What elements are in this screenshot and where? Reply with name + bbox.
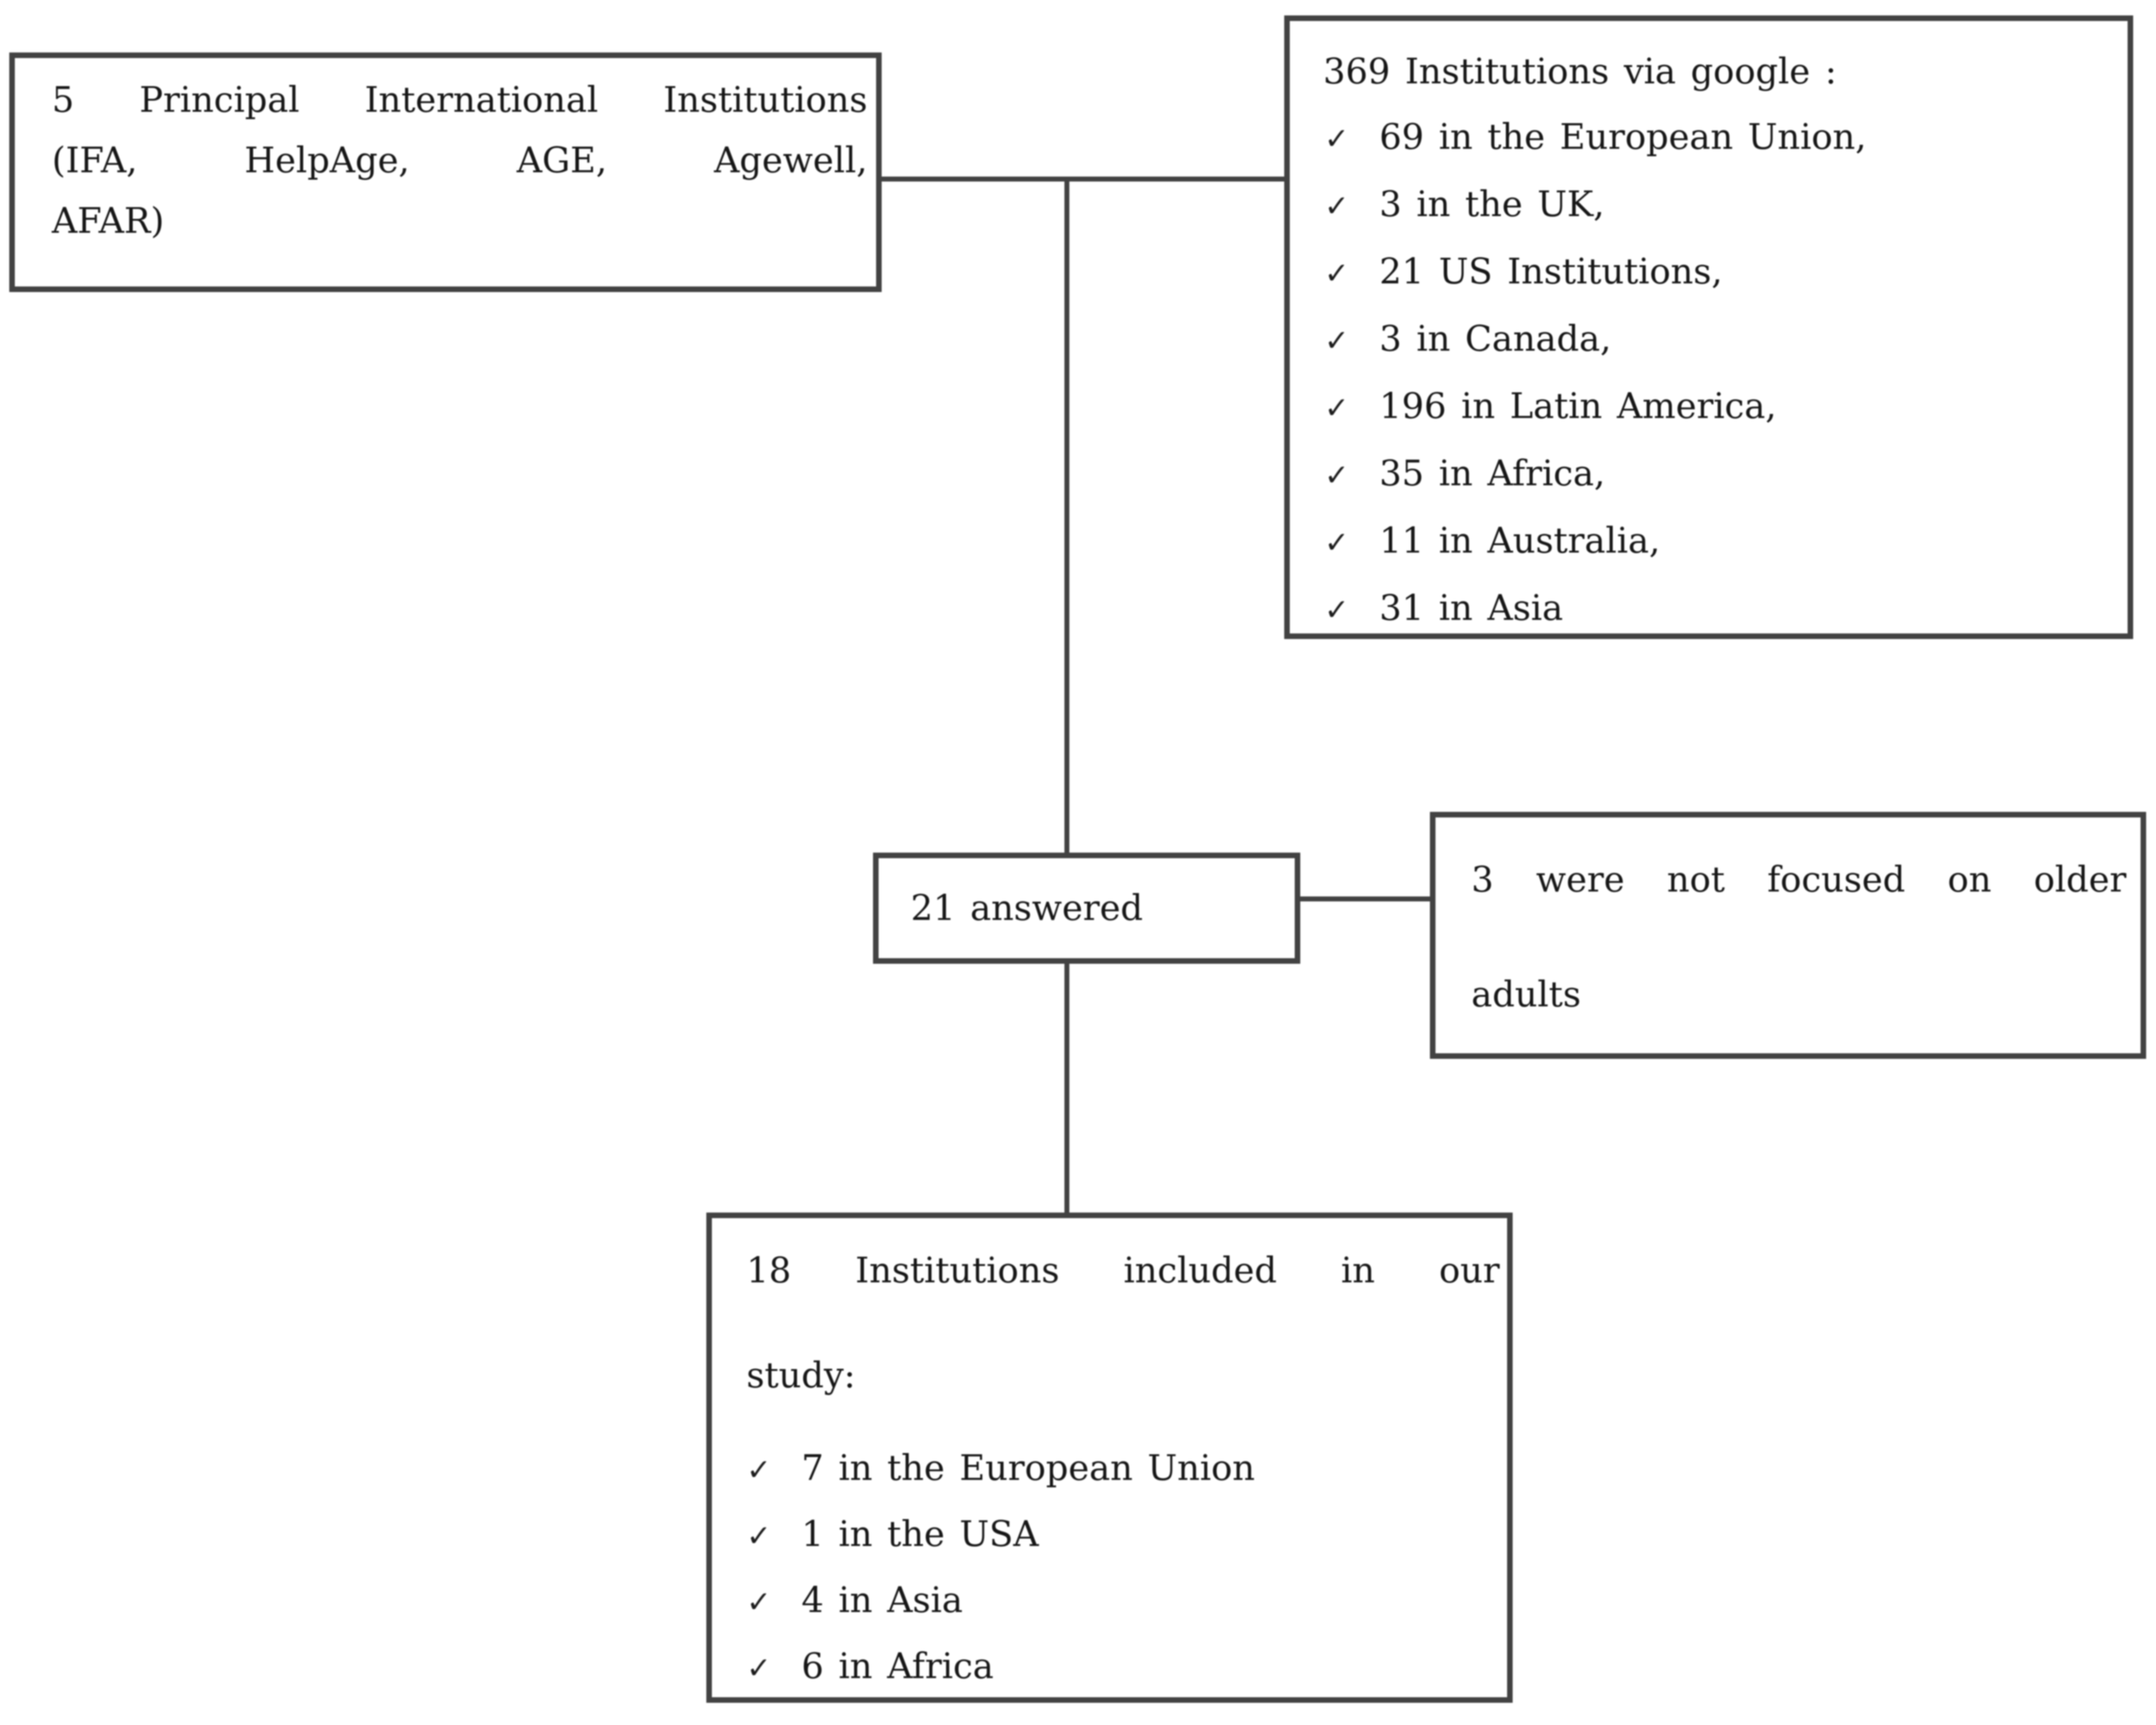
check-icon: ✓ <box>1324 122 1350 156</box>
google-list-item: ✓ 21 US Institutions, <box>1290 239 2128 306</box>
check-icon: ✓ <box>1324 189 1350 223</box>
principal-line-3: AFAR) <box>52 201 165 241</box>
google-list-item-text: 196 in Latin America, <box>1379 386 1777 427</box>
included-list-item: ✓ 4 in Asia <box>712 1568 1507 1634</box>
connector-down-to-answered <box>1064 177 1069 853</box>
box-not-focused: 3 were not focused on older adults <box>1430 812 2146 1059</box>
google-list-item-text: 69 in the European Union, <box>1379 117 1867 157</box>
answered-label: 21 answered <box>911 888 1143 929</box>
google-list-item-text: 35 in Africa, <box>1379 453 1605 494</box>
check-icon: ✓ <box>1324 391 1350 425</box>
google-list-item: ✓ 69 in the European Union, <box>1290 104 2128 172</box>
google-list-item-text: 3 in the UK, <box>1379 184 1605 225</box>
connector-answered-to-included <box>1064 964 1069 1213</box>
google-list-item: ✓ 3 in Canada, <box>1290 306 2128 374</box>
check-icon: ✓ <box>1324 593 1350 627</box>
principal-line-1: 5 Principal International Institutions <box>52 80 867 120</box>
google-heading: 369 Institutions via google : <box>1323 51 1837 92</box>
principal-line-2: (IFA, HelpAge, AGE, Agewell, <box>52 140 867 181</box>
check-icon: ✓ <box>1324 458 1350 493</box>
google-list-item: ✓ 35 in Africa, <box>1290 441 2128 508</box>
box-google-institutions: 369 Institutions via google : ✓ 69 in th… <box>1284 15 2133 639</box>
check-icon: ✓ <box>746 1453 772 1487</box>
google-list-item: ✓ 31 in Asia <box>1290 575 2128 643</box>
included-heading: 18 Institutions included in our study: <box>712 1218 1507 1428</box>
connector-answered-to-notfocused <box>1300 896 1430 901</box>
box-principal-institutions: 5 Principal International Institutions (… <box>9 52 882 292</box>
not-focused-line-1: 3 were not focused on older <box>1471 859 2126 900</box>
check-icon: ✓ <box>1324 525 1350 560</box>
included-list-item: ✓ 1 in the USA <box>712 1502 1507 1568</box>
google-list-item-text: 3 in Canada, <box>1379 319 1611 359</box>
google-list-item: ✓ 11 in Australia, <box>1290 508 2128 575</box>
included-heading-line-1: 18 Institutions included in our <box>746 1250 1500 1291</box>
check-icon: ✓ <box>746 1651 772 1685</box>
included-list: ✓ 7 in the European Union ✓ 1 in the USA… <box>712 1436 1507 1700</box>
included-list-item-text: 6 in Africa <box>801 1646 994 1687</box>
included-list-item-text: 4 in Asia <box>801 1580 963 1621</box>
check-icon: ✓ <box>1324 256 1350 291</box>
included-list-item-text: 7 in the European Union <box>801 1448 1255 1489</box>
google-list-item-text: 31 in Asia <box>1379 588 1563 629</box>
included-list-item: ✓ 6 in Africa <box>712 1634 1507 1700</box>
check-icon: ✓ <box>746 1519 772 1553</box>
included-list-item-text: 1 in the USA <box>801 1514 1039 1555</box>
connector-principal-to-google <box>882 177 1284 182</box>
not-focused-line-2: adults <box>1471 974 1581 1015</box>
included-list-item: ✓ 7 in the European Union <box>712 1436 1507 1502</box>
google-list-item: ✓ 3 in the UK, <box>1290 172 2128 239</box>
google-list-item: ✓ 196 in Latin America, <box>1290 374 2128 441</box>
included-heading-line-2: study: <box>746 1355 856 1396</box>
google-list-item-text: 21 US Institutions, <box>1379 251 1723 292</box>
check-icon: ✓ <box>746 1585 772 1619</box>
box-included-in-study: 18 Institutions included in our study: ✓… <box>706 1213 1513 1703</box>
google-list-item-text: 11 in Australia, <box>1379 520 1660 561</box>
check-icon: ✓ <box>1324 324 1350 358</box>
box-answered: 21 answered <box>873 853 1300 964</box>
